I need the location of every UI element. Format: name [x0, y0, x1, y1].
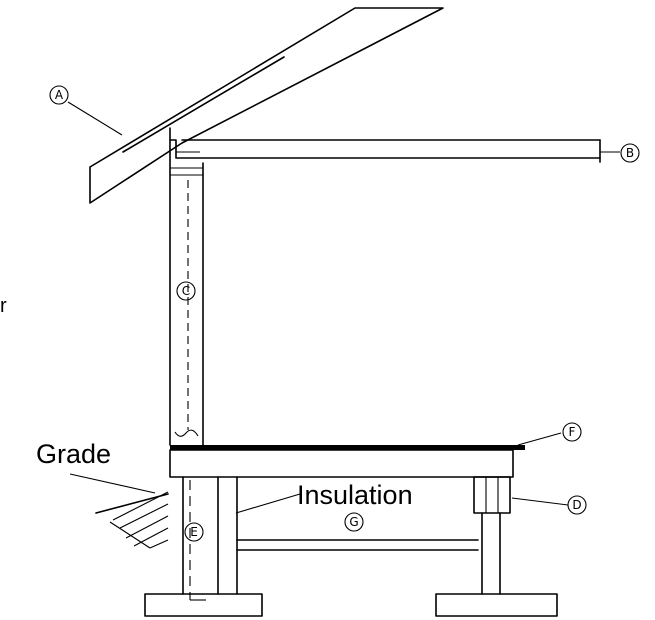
right-footing: [435, 593, 558, 617]
callout-d-label: D: [572, 498, 581, 512]
callout-g-label: G: [349, 515, 358, 529]
callout-a: A: [49, 85, 69, 105]
grade-ground: [95, 491, 169, 549]
callout-c: C: [176, 281, 196, 301]
girder-g: [236, 539, 479, 551]
wall-stud: [169, 139, 204, 446]
callout-g: G: [344, 512, 364, 532]
callout-c-label: C: [182, 284, 190, 298]
post-d: [473, 476, 511, 595]
callout-a-label: A: [55, 88, 64, 102]
floor-joist: [169, 449, 514, 478]
post-e: [182, 476, 238, 601]
callout-f-label: F: [569, 425, 576, 439]
leader-lines: [67, 101, 620, 514]
callout-b: B: [620, 143, 640, 163]
roof-rafter: [89, 7, 444, 204]
grade-label: Grade: [36, 439, 111, 469]
left-footing: [144, 593, 263, 617]
ceiling-joist: [169, 127, 601, 163]
insulation-label: Insulation: [297, 480, 413, 510]
callout-f: F: [562, 422, 582, 442]
callout-b-label: B: [626, 146, 634, 160]
callout-e: E: [184, 522, 204, 542]
edge-text-fragment: r: [0, 295, 7, 317]
callout-d: D: [567, 495, 587, 515]
callout-e-label: E: [190, 525, 198, 539]
subfloor: [170, 445, 525, 450]
